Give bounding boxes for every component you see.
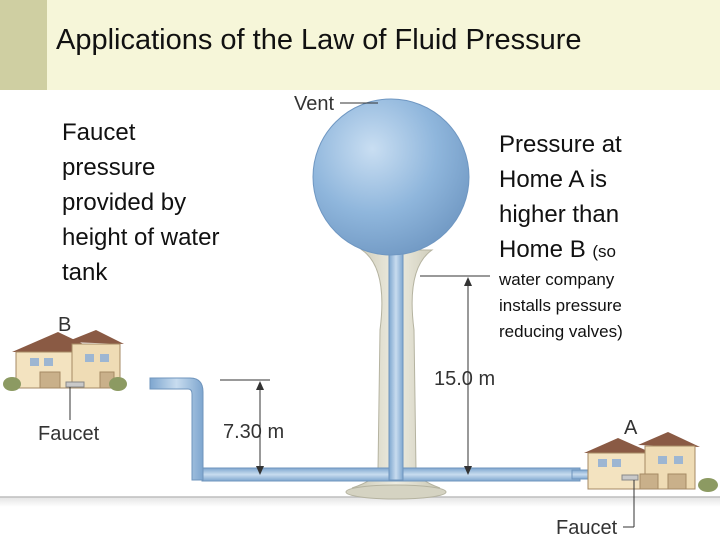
home-b-label: B xyxy=(58,314,71,336)
right-caption-note: water company xyxy=(499,270,615,289)
home-a-house xyxy=(584,432,718,492)
water-tank xyxy=(312,98,470,256)
tower-riser-pipe xyxy=(388,239,404,481)
right-caption-home-b: Home B xyxy=(499,236,586,263)
faucet-a-icon xyxy=(621,474,639,528)
height-a-dimension xyxy=(420,275,490,475)
right-caption-so: (so xyxy=(592,242,616,261)
faucet-b-label: Faucet xyxy=(38,423,100,445)
height-b-label: 7.30 m xyxy=(223,421,284,443)
right-caption-note: reducing valves) xyxy=(499,322,623,341)
riser-to-home-b xyxy=(149,377,204,481)
left-caption: Faucet pressure provided by height of wa… xyxy=(62,115,262,290)
right-caption-line: Home B (so xyxy=(499,232,714,267)
left-caption-line: provided by xyxy=(62,189,187,216)
left-caption-line: tank xyxy=(62,259,108,286)
height-b-dimension xyxy=(220,379,270,475)
left-caption-line: Faucet xyxy=(62,119,136,146)
vent-label: Vent xyxy=(294,93,334,115)
right-caption: Pressure at Home A is higher than Home B… xyxy=(499,127,714,345)
faucet-b-icon xyxy=(65,381,85,420)
faucet-a-label: Faucet xyxy=(556,517,618,539)
ground xyxy=(0,497,720,507)
right-caption-line: Home A is xyxy=(499,166,608,193)
right-caption-line: higher than xyxy=(499,201,620,228)
title-bar: Applications of the Law of Fluid Pressur… xyxy=(0,0,720,90)
left-caption-line: pressure xyxy=(62,154,156,181)
title-accent-block xyxy=(0,0,47,90)
slide-title: Applications of the Law of Fluid Pressur… xyxy=(56,24,582,56)
home-b-house xyxy=(3,330,127,391)
height-a-label: 15.0 m xyxy=(434,368,495,390)
home-a-label: A xyxy=(624,417,638,439)
right-caption-note: installs pressure xyxy=(499,296,622,315)
left-caption-line: height of water xyxy=(62,224,220,251)
right-caption-line: Pressure at xyxy=(499,131,622,158)
